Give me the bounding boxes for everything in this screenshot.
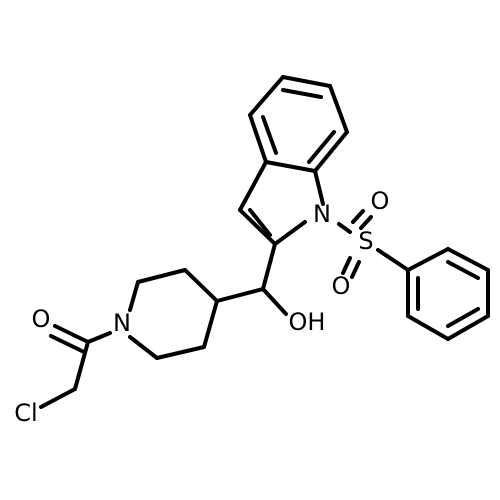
bond <box>281 88 323 99</box>
atom-hydroxyl: OH <box>289 308 326 336</box>
bond <box>446 260 480 280</box>
bond <box>376 248 410 272</box>
bond <box>328 84 349 134</box>
bond <box>86 331 112 344</box>
atom-label: N <box>113 309 131 337</box>
bond <box>73 340 90 391</box>
bond <box>155 345 206 360</box>
bond <box>215 287 265 303</box>
atom-label: OH <box>289 308 326 336</box>
bond <box>238 160 268 212</box>
bond <box>350 260 361 279</box>
bond <box>53 324 90 344</box>
bond <box>261 287 288 316</box>
bond <box>261 115 278 155</box>
atom-label: O <box>32 305 51 333</box>
bond <box>313 169 325 206</box>
bond <box>313 130 349 173</box>
bond <box>351 209 365 224</box>
bond <box>39 387 77 409</box>
bond <box>248 208 272 237</box>
bond <box>359 215 373 230</box>
bond <box>406 247 450 272</box>
atom-label: O <box>371 187 390 215</box>
bond <box>248 113 268 164</box>
bond <box>202 299 219 349</box>
atom-nitrogen-indole: N <box>313 200 331 228</box>
bond <box>446 307 480 328</box>
bond <box>264 160 317 173</box>
bond <box>406 314 450 341</box>
bond <box>446 314 490 341</box>
bond <box>136 268 187 284</box>
atom-oxygen-carbonyl: O <box>32 305 51 333</box>
bond <box>49 334 86 354</box>
bond <box>273 220 307 246</box>
atom-chlorine: Cl <box>14 399 37 427</box>
bond <box>261 242 277 291</box>
atom-label: O <box>332 272 351 300</box>
atom-label: Cl <box>14 399 37 427</box>
bond <box>307 130 336 164</box>
bond <box>341 256 352 275</box>
bond <box>446 247 490 272</box>
atom-oxygen-sulfonyl-bottom: O <box>332 272 351 300</box>
bond <box>183 268 219 303</box>
bond <box>238 208 277 246</box>
bond <box>281 75 332 88</box>
atom-nitrogen-piperidine: N <box>113 309 131 337</box>
atom-oxygen-sulfonyl-top: O <box>371 187 390 215</box>
atom-labels: N S O O OH N O Cl <box>14 187 389 427</box>
bond <box>128 335 159 360</box>
atom-label: S <box>358 227 373 255</box>
bond-lines <box>39 75 490 409</box>
bond <box>337 222 352 234</box>
atom-label: N <box>313 200 331 228</box>
bond <box>248 75 285 117</box>
atom-sulfur: S <box>358 227 373 255</box>
bond <box>128 280 140 312</box>
